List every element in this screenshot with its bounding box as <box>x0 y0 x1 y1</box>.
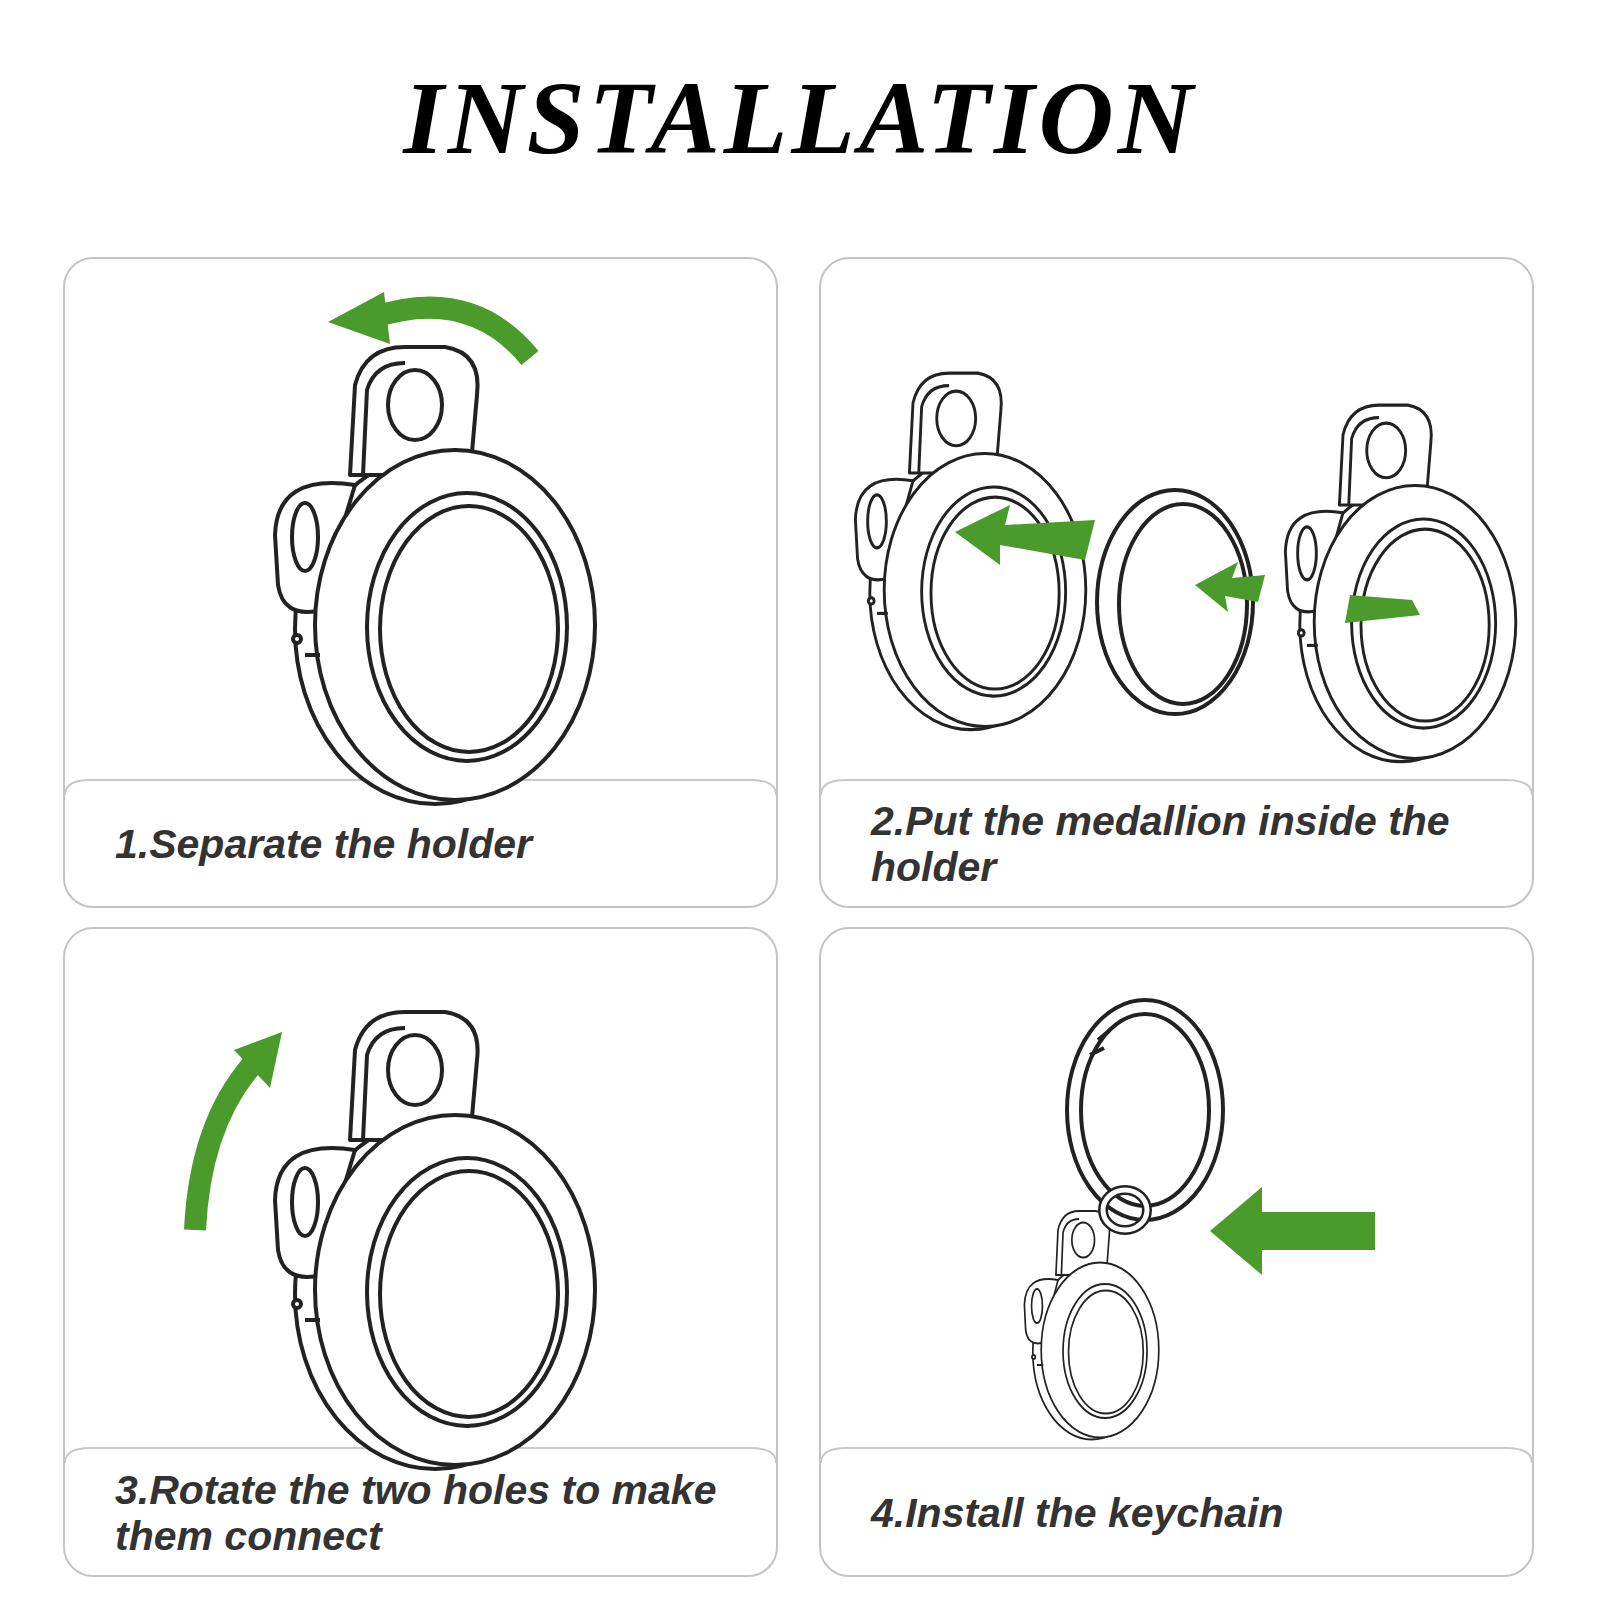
step-panel: 2.Put the medallion inside the holder <box>819 257 1534 908</box>
step-panel: 4.Install the keychain <box>819 927 1534 1577</box>
step-panel: 3.Rotate the two holes to make them conn… <box>63 927 778 1577</box>
step-caption: 2.Put the medallion inside the holder <box>871 798 1450 890</box>
step-panel: 1.Separate the holder <box>63 257 778 908</box>
page-title: INSTALLATION <box>0 58 1600 177</box>
step-caption: 1.Separate the holder <box>115 821 532 867</box>
step-caption: 4.Install the keychain <box>871 1490 1283 1536</box>
step-caption: 3.Rotate the two holes to make them conn… <box>115 1467 716 1559</box>
